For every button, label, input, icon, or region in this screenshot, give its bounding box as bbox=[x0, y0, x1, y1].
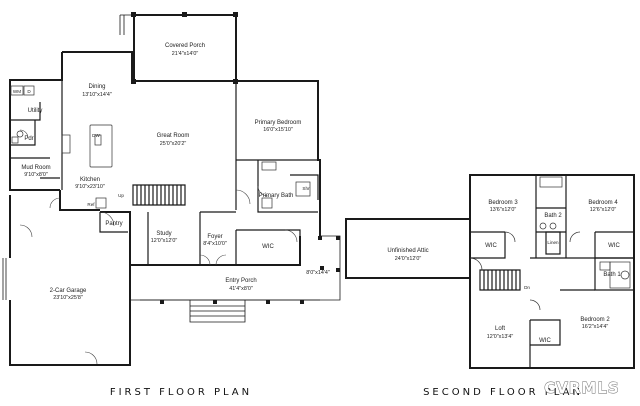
kitchen-dim: 9'10"x23'10" bbox=[75, 184, 105, 190]
wic-c-name: WIC bbox=[539, 338, 551, 344]
mud-room-name: Mud Room bbox=[21, 165, 50, 171]
dining-dim: 13'10"x14'4" bbox=[82, 92, 112, 98]
bedroom4-dim: 12'6"x12'0" bbox=[590, 207, 617, 213]
bedroom2-dim: 16'2"x14'4" bbox=[582, 324, 609, 330]
shower-label: Shr bbox=[302, 186, 310, 191]
first-floor-fixtures bbox=[10, 85, 311, 209]
dishwasher-label: DW bbox=[92, 133, 100, 138]
stairs-down-label: Dn bbox=[524, 285, 530, 290]
first-floor-door-swings bbox=[19, 129, 298, 365]
second-floor-title: SECOND FLOOR PLAN bbox=[423, 387, 583, 398]
covered-porch-dim: 21'4"x14'0" bbox=[172, 51, 199, 57]
porch-columns bbox=[131, 12, 340, 304]
kitchen-name: Kitchen bbox=[80, 177, 100, 183]
porch-railings bbox=[2, 14, 341, 323]
wic-b-name: WIC bbox=[608, 243, 620, 249]
dryer-label: D bbox=[27, 89, 31, 94]
linen-label: Linen bbox=[547, 240, 559, 245]
first-floor-title: FIRST FLOOR PLAN bbox=[110, 387, 252, 398]
refrigerator-label: Ref bbox=[87, 202, 95, 207]
primary-bedroom-name: Primary Bedroom bbox=[255, 120, 302, 126]
great-room-name: Great Room bbox=[157, 133, 190, 139]
wic-a-name: WIC bbox=[485, 243, 497, 249]
second-floor-fixtures bbox=[469, 176, 631, 311]
utility-name: Utility bbox=[28, 108, 43, 114]
entry-porch-dim: 41'4"x8'0" bbox=[229, 286, 253, 292]
pantry-name: Pantry bbox=[105, 221, 122, 227]
second-floor-labels: Unfinished Attic 24'0"x12'0" Bedroom 3 1… bbox=[387, 200, 621, 344]
washer-label: WM bbox=[13, 89, 21, 94]
first-floor-walls bbox=[9, 14, 321, 366]
loft-dim: 12'0"x13'4" bbox=[487, 334, 514, 340]
second-floor-interior-walls bbox=[469, 175, 634, 368]
bedroom3-dim: 13'6"x12'0" bbox=[490, 207, 517, 213]
bedroom4-name: Bedroom 4 bbox=[588, 200, 618, 206]
loft-name: Loft bbox=[495, 326, 505, 332]
unfinished-attic-dim: 24'0"x12'0" bbox=[395, 256, 422, 262]
mud-room-dim: 9'10"x8'0" bbox=[24, 172, 48, 178]
bedroom2-name: Bedroom 2 bbox=[580, 317, 610, 323]
pdr-name: Pdr bbox=[24, 136, 33, 142]
bath2-name: Bath 2 bbox=[544, 213, 562, 219]
cvrmls-watermark: CVRMLS bbox=[544, 379, 619, 397]
garage-name: 2-Car Garage bbox=[50, 288, 87, 294]
garage-dim: 23'10"x25'8" bbox=[53, 295, 83, 301]
bedroom3-name: Bedroom 3 bbox=[488, 200, 518, 206]
side-porch-dim: 8'0"x14'4" bbox=[306, 270, 330, 276]
study-name: Study bbox=[156, 231, 171, 237]
foyer-dim: 8'4"x10'0" bbox=[203, 241, 227, 247]
study-dim: 12'0"x12'0" bbox=[151, 238, 178, 244]
dining-name: Dining bbox=[88, 84, 105, 90]
foyer-name: Foyer bbox=[207, 234, 222, 240]
covered-porch-name: Covered Porch bbox=[165, 43, 205, 49]
unfinished-attic-name: Unfinished Attic bbox=[387, 248, 428, 254]
stairs-up-label: Up bbox=[118, 193, 124, 198]
wic-name: WIC bbox=[262, 244, 274, 250]
bath1-name: Bath 1 bbox=[603, 272, 621, 278]
great-room-dim: 25'0"x20'2" bbox=[160, 141, 187, 147]
first-floor-labels: Covered Porch 21'4"x14'0" Dining 13'10"x… bbox=[13, 43, 330, 301]
entry-porch-name: Entry Porch bbox=[225, 278, 256, 284]
primary-bath-name: Primary Bath bbox=[259, 193, 294, 199]
primary-bedroom-dim: 16'0"x15'10" bbox=[263, 127, 293, 133]
